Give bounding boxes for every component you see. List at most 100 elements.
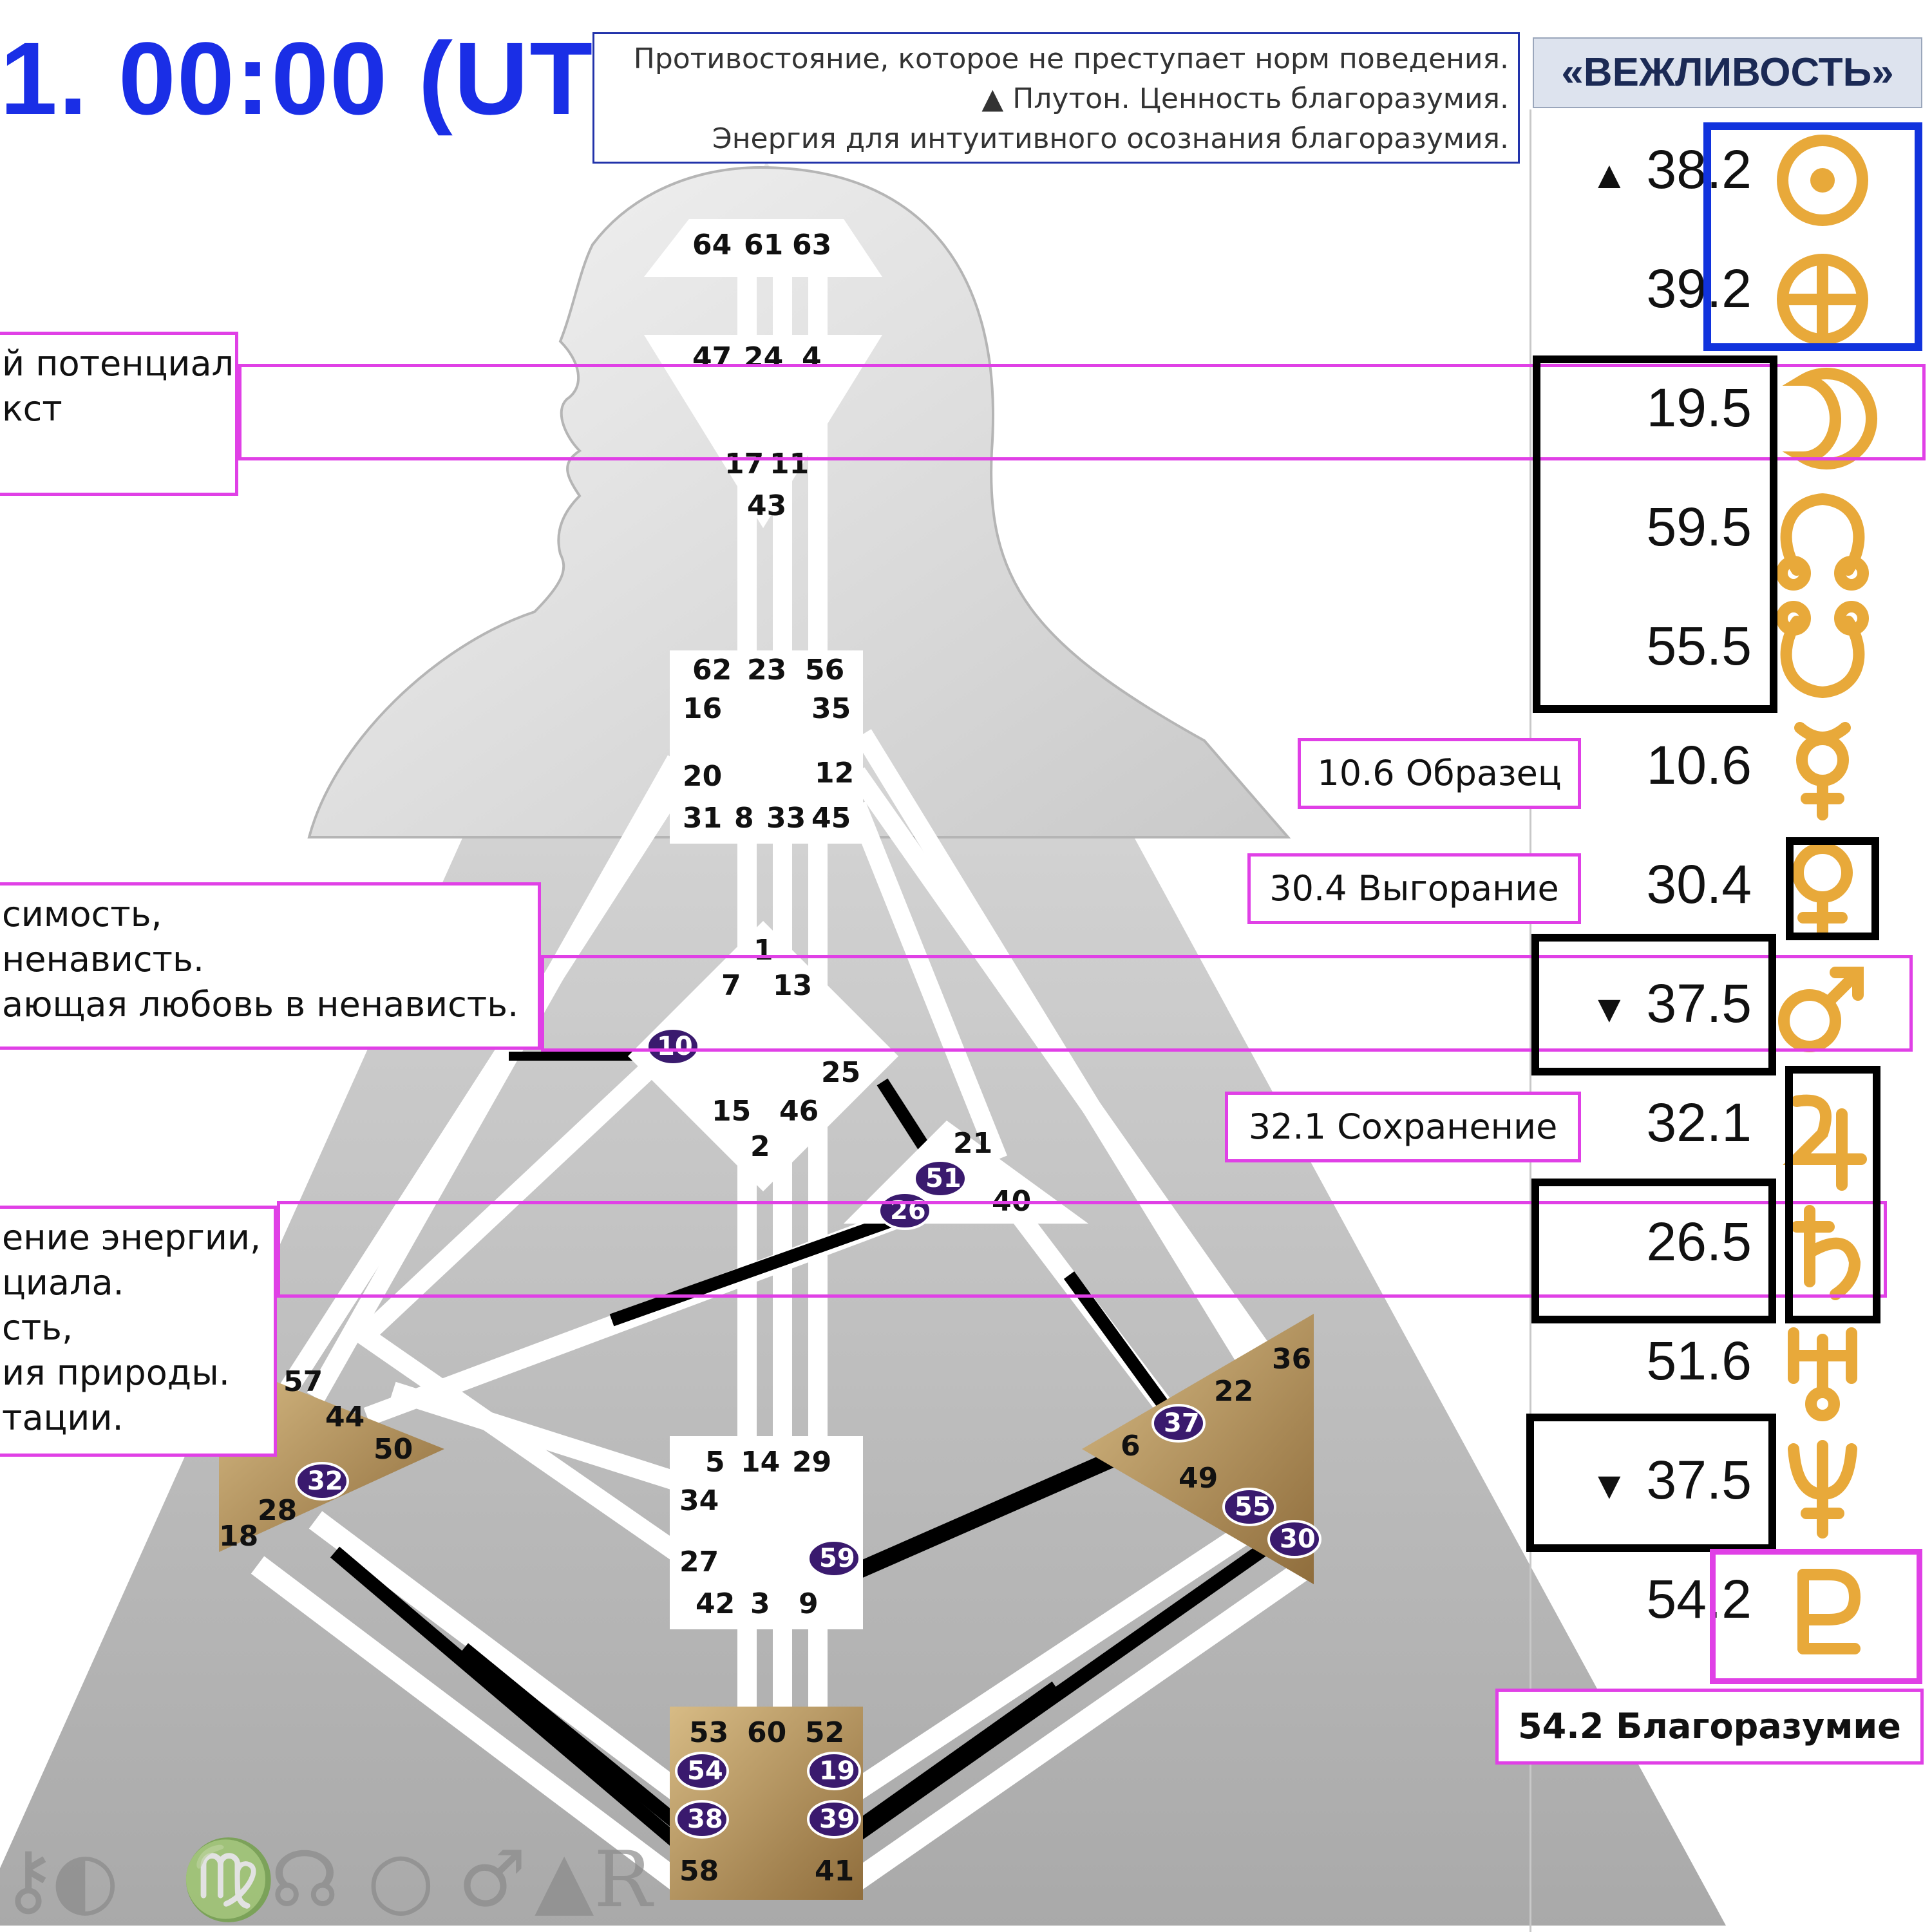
gate-54-active: 54 [687,1756,723,1786]
planet-value-text: 26.5 [1646,1211,1752,1272]
gate-57: 57 [283,1365,323,1398]
planet-value-moon: 19.5 [1578,377,1752,439]
gate-29: 29 [792,1446,831,1479]
planet-value-jupiter: 32.1 [1578,1092,1752,1154]
gate-4: 4 [802,341,822,374]
planet-value-saturn: 26.5 [1578,1211,1752,1273]
mars-callout-line-3: ающая любовь в ненависть. [2,984,519,1025]
gate-50: 50 [374,1433,413,1466]
gate-47: 47 [692,341,732,374]
planet-value-mars: ▼37.5 [1578,972,1752,1035]
gate-64: 64 [692,229,732,261]
retrograde-icon: ▲R [535,1835,654,1925]
gate-2: 2 [750,1130,770,1163]
planet-value-text: 39.2 [1646,258,1752,319]
circle-icon: ○ [367,1835,435,1925]
moon-highlight-band [238,364,1926,460]
throat-center [670,650,863,844]
gate-37-active: 37 [1164,1408,1200,1438]
gate-numbers: 64 61 63 47 24 4 17 11 43 62 23 56 16 35… [219,229,1311,1888]
jupiter-callout: 32.1 Сохранение [1225,1092,1581,1162]
saturn-callout-line-2: циала. [2,1262,124,1303]
pluto-callout: 54.2 Благоразумие [1495,1689,1924,1765]
channels [251,270,1307,1889]
gate-63: 63 [792,229,831,261]
gate-52: 52 [805,1716,844,1749]
gate-39-active: 39 [819,1804,855,1834]
jupiter-saturn-box [1785,1066,1880,1323]
gate-60: 60 [747,1716,786,1749]
gate-14: 14 [741,1446,780,1479]
saturn-callout-line-1: ение энергии, [2,1217,261,1258]
gate-15: 15 [712,1095,751,1128]
moon-callout-line-1: й потенциал [2,343,234,384]
description-line-1: Противостояние, которое не преступает но… [633,43,1509,75]
node-icon: ☊ [270,1835,339,1925]
gate-11: 11 [770,448,809,480]
gate-59-active: 59 [819,1544,855,1573]
planet-value-neptune: ▼37.5 [1578,1449,1752,1511]
gate-13: 13 [773,969,812,1002]
gate-8: 8 [734,802,754,835]
gate-44: 44 [325,1401,365,1434]
g-center [628,921,898,1191]
moon-callout: й потенциал кст [0,332,238,496]
gate-21: 21 [953,1127,992,1160]
gate-1: 1 [753,934,773,967]
sun-earth-box [1703,122,1922,351]
gate-62: 62 [692,654,732,687]
mars-callout-line-1: симость, [2,894,162,934]
planet-value-north-node: 59.5 [1578,496,1752,558]
planet-value-text: 54.2 [1646,1569,1752,1629]
gate-23: 23 [747,654,786,687]
planet-value-uranus: 51.6 [1578,1330,1752,1392]
saturn-callout-line-4: ия природы. [2,1352,230,1393]
gate-43: 43 [747,489,786,522]
gate-58: 58 [679,1855,719,1888]
gate-42: 42 [696,1587,735,1620]
gate-36: 36 [1272,1343,1311,1376]
gate-18: 18 [219,1520,258,1553]
description-line-2: ▲ Плутон. Ценность благоразумия. [981,82,1509,115]
gate-51-active: 51 [925,1164,961,1193]
saturn-callout: ение энергии, циала. сть, ия природы. та… [0,1206,277,1457]
mars-box [1531,934,1776,1075]
mars-small-icon: ♂ [457,1835,527,1925]
gate-3: 3 [750,1587,770,1620]
gate-53: 53 [689,1716,728,1749]
gate-35: 35 [811,692,851,725]
planet-value-south-node: 55.5 [1578,615,1752,677]
gate-27: 27 [679,1546,719,1578]
saturn-box [1531,1179,1776,1323]
gate-25: 25 [821,1056,860,1089]
planet-value-text: 38.2 [1646,139,1752,200]
moon-nodes-box [1533,355,1777,713]
gate-19-active: 19 [819,1756,855,1786]
mercury-callout: 10.6 Образец [1298,738,1581,809]
bottom-glyph-row: ⚷ ◐ ♍ ☊ ○ ♂ ▲R [0,1835,654,1925]
planet-value-text: 55.5 [1646,616,1752,676]
neptune-box [1526,1414,1776,1552]
gate-49: 49 [1179,1462,1218,1495]
head-center [644,219,882,277]
saturn-callout-line-3: сть, [2,1307,73,1348]
gate-34: 34 [679,1484,719,1517]
gate-55-active: 55 [1235,1492,1271,1522]
virgo-icon: ♍ [180,1835,276,1925]
planet-value-pluto: 54.2 [1578,1568,1752,1631]
planet-arrow: ▼ [1590,987,1629,1030]
gate-31: 31 [683,802,722,835]
ajna-center [644,335,882,528]
gate-22: 22 [1214,1375,1253,1408]
gate-30-active: 30 [1280,1524,1316,1554]
head-silhouette [307,166,1291,838]
gate-32-active: 32 [307,1466,343,1496]
gate-24: 24 [744,341,783,374]
gate-7: 7 [721,969,741,1002]
line-name-header: «ВЕЖЛИВОСТЬ» [1533,37,1922,108]
planet-value-text: 51.6 [1646,1331,1752,1391]
venus-callout: 30.4 Выгорание [1247,853,1581,924]
mars-callout-line-2: ненависть. [2,939,204,980]
planet-value-text: 37.5 [1646,1450,1752,1510]
planet-value-mercury: 10.6 [1578,734,1752,797]
